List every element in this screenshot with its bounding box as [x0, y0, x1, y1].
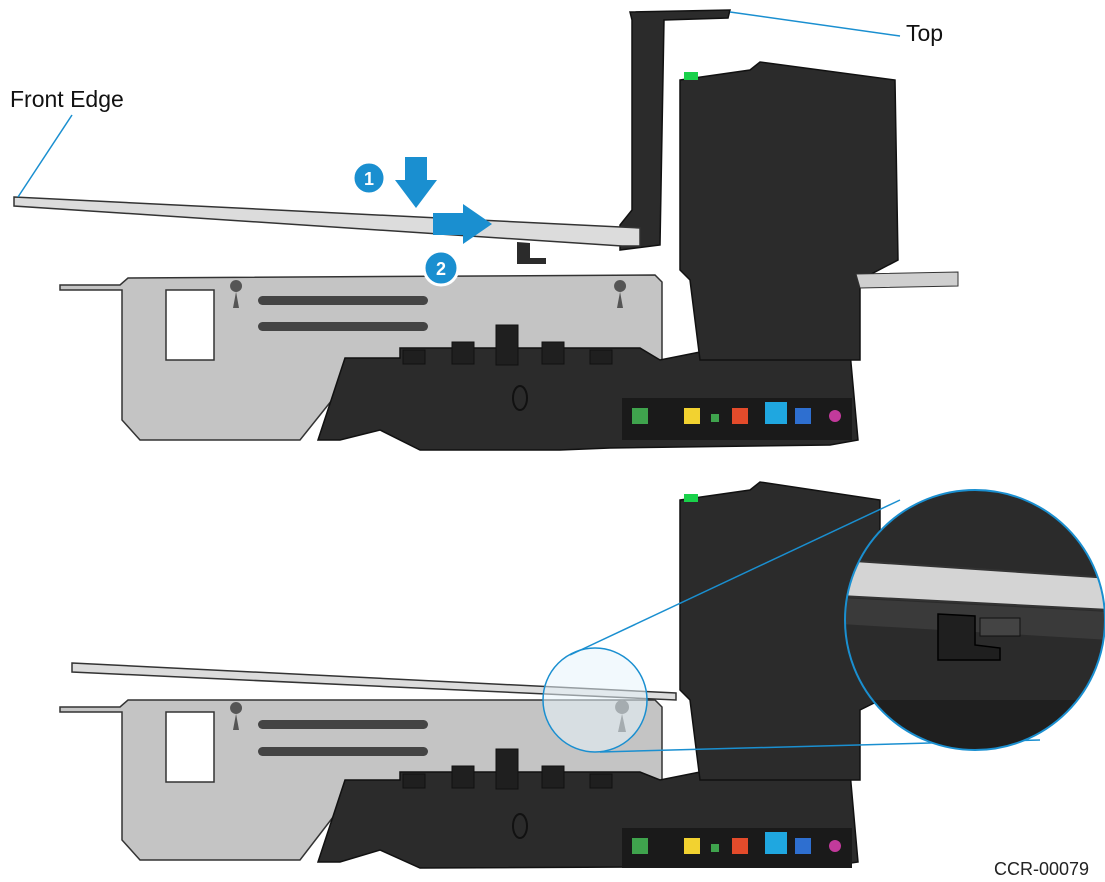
callout-front-edge: Front Edge	[10, 86, 124, 112]
callout-top: Top	[906, 20, 944, 46]
port-magenta	[829, 840, 841, 852]
keyhole-icon	[230, 280, 243, 308]
platter-hook	[517, 242, 546, 264]
body-tab	[402, 773, 426, 789]
platter-plate	[13, 196, 641, 247]
scanner-tower	[679, 61, 899, 361]
port-blue	[795, 838, 811, 854]
figure-code: CCR-00079	[994, 859, 1090, 879]
body-tab	[589, 773, 613, 789]
bottom-assembly	[59, 481, 1105, 869]
port-green	[632, 408, 648, 424]
status-led	[684, 72, 698, 80]
port-cyan	[765, 832, 787, 854]
port-red	[732, 408, 748, 424]
top-bracket	[619, 9, 731, 251]
body-tab	[402, 349, 426, 365]
zoom-detail-border	[844, 489, 1105, 751]
body-hole	[512, 813, 528, 839]
plate-window	[165, 289, 215, 361]
body-tab	[541, 341, 565, 365]
plate-slot	[258, 747, 428, 756]
port-small-green	[711, 414, 719, 422]
plate-slot	[258, 322, 428, 331]
arrow-down-icon	[395, 157, 437, 208]
body-tab	[495, 324, 519, 366]
port-yellow	[684, 408, 700, 424]
scanner-tower	[679, 481, 881, 781]
step-2-number: 2	[436, 259, 446, 279]
plate-slot	[258, 720, 428, 729]
body-tab	[495, 748, 519, 790]
zoom-connector-line	[569, 499, 901, 656]
port-red	[732, 838, 748, 854]
keyhole-icon	[230, 702, 243, 730]
port-yellow	[684, 838, 700, 854]
port-magenta	[829, 410, 841, 422]
leader-line-front-edge	[17, 114, 73, 198]
body-tab	[589, 349, 613, 365]
side-shelf	[855, 271, 959, 289]
step-2-badge	[422, 249, 460, 287]
port-green	[632, 838, 648, 854]
plate-slot	[258, 296, 428, 305]
body-tab	[451, 341, 475, 365]
step-1-badge	[351, 160, 387, 196]
keyhole-icon	[614, 280, 627, 308]
top-assembly: 1 2	[13, 9, 959, 451]
port-cyan	[765, 402, 787, 424]
platter-plate	[71, 662, 677, 701]
zoom-hook	[937, 613, 1001, 661]
status-led	[684, 494, 698, 502]
body-tab	[541, 765, 565, 789]
zoom-detail	[845, 490, 1105, 750]
step-1-number: 1	[364, 169, 374, 189]
body-tab	[451, 765, 475, 789]
leader-line-top	[729, 11, 901, 37]
plate-window	[165, 711, 215, 783]
port-blue	[795, 408, 811, 424]
port-small-green	[711, 844, 719, 852]
body-hole	[512, 385, 528, 411]
arrow-right-icon	[433, 204, 492, 244]
detail-highlight-circle	[542, 647, 648, 753]
